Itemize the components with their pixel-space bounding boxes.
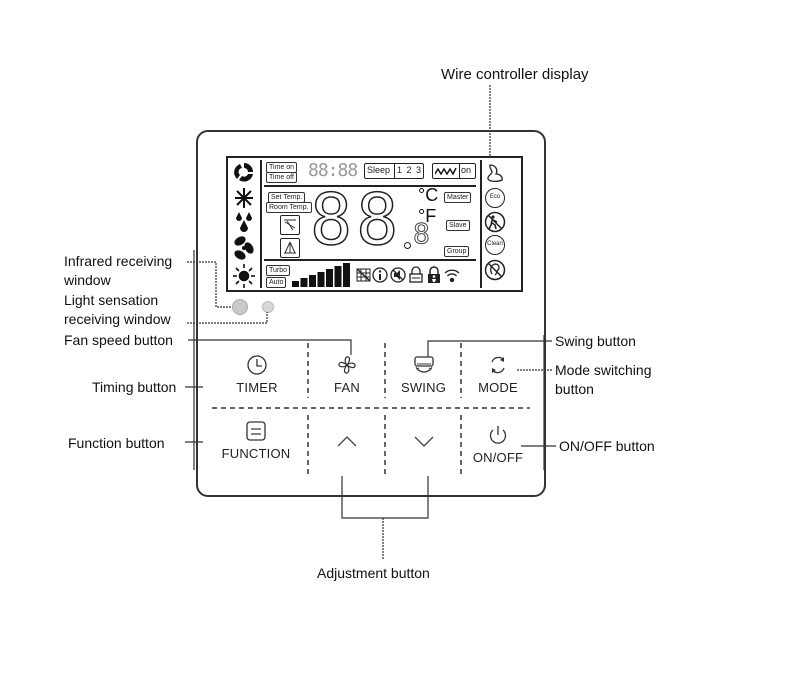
heat-sun-icon: [233, 264, 255, 288]
callout-function-button: Function button: [68, 435, 165, 451]
light-sensation-window: [262, 301, 274, 313]
fan-speed-bar: [334, 266, 342, 287]
mode-cycle-icon: [491, 356, 505, 374]
status-icon-row: [356, 266, 460, 283]
body-sense-icon: [487, 164, 503, 183]
mode-icon-column: [233, 163, 255, 288]
onoff-label: ON/OFF: [472, 450, 524, 465]
group-indicator: Group: [444, 246, 470, 257]
mode-label: MODE: [478, 380, 518, 395]
lock-icon: [409, 266, 423, 283]
fan-speed-bar: [326, 269, 333, 287]
fan-label: FAN: [334, 380, 360, 395]
callout-infrared-receiving-window: Infrared receiving window: [64, 253, 173, 288]
info-icon: [372, 267, 388, 283]
fan-mode-icon: [234, 236, 254, 260]
fan-speed-bar: [317, 272, 325, 287]
callout-onoff-button: ON/OFF button: [559, 438, 655, 454]
lcd-display: Time on Time off 88:88 Sleep 1 2 3 on Se…: [226, 156, 523, 292]
chevron-up-icon: [337, 436, 357, 447]
decimal-digit: 8: [413, 217, 431, 250]
sleep-indicator: Sleep 1 2 3: [364, 163, 424, 179]
timer-button[interactable]: TIMER: [212, 354, 302, 395]
child-lock-icon: [428, 266, 440, 283]
clean-icon: Clean: [485, 235, 505, 255]
fan-speed-bar: [300, 278, 308, 287]
wire-controller-panel: [196, 130, 546, 497]
decimal-point: [404, 242, 411, 249]
swing-icon: [413, 356, 434, 373]
lcd-bottom-divider: [264, 259, 476, 261]
callout-timing-button: Timing button: [92, 379, 177, 395]
swing-button[interactable]: SWING: [387, 354, 460, 395]
callout-light-sensation-window: Light sensation receiving window: [64, 292, 171, 327]
dry-drops-icon: [236, 212, 252, 232]
turbo-indicator: Turbo: [266, 265, 291, 276]
time-off-indicator: Time off: [266, 172, 297, 183]
function-button[interactable]: FUNCTION: [206, 420, 306, 461]
callout-adjustment-button: Adjustment button: [317, 565, 430, 581]
onoff-button[interactable]: ON/OFF: [463, 424, 533, 465]
mute-icon: [390, 267, 406, 283]
fan-speed-bar: [309, 275, 316, 287]
callout-fan-speed-button: Fan speed button: [64, 332, 173, 348]
timer-label: TIMER: [236, 380, 278, 395]
up-button[interactable]: [310, 432, 384, 454]
cool-snowflake-icon: [235, 188, 253, 208]
no-person-icon: [484, 211, 506, 233]
fan-speed-bar: [292, 281, 299, 287]
clock-icon: [247, 355, 267, 375]
lcd-left-divider: [260, 160, 262, 288]
heater-wave-icon: [435, 167, 457, 176]
lcd-right-divider: [480, 160, 482, 288]
vertical-swing-icon: [280, 215, 300, 235]
callout-mode-switching-button: Mode switching button: [555, 362, 652, 397]
main-temperature-digits: 88: [309, 179, 403, 261]
master-indicator: Master: [444, 192, 472, 203]
infrared-receiving-window: [232, 299, 248, 315]
fan-speed-bar: [343, 263, 350, 287]
chevron-down-icon: [414, 436, 433, 447]
lcd-top-divider: [264, 185, 476, 187]
wifi-icon: [444, 269, 460, 283]
filter-icon: [356, 268, 371, 282]
callout-swing-button: Swing button: [555, 333, 636, 349]
mode-button[interactable]: MODE: [463, 354, 533, 395]
down-button[interactable]: [387, 432, 460, 454]
fan-speed-bars: [292, 263, 350, 287]
auto-mode-icon: [234, 163, 253, 182]
eco-icon: Eco: [485, 188, 505, 208]
celsius-unit: °C: [418, 185, 439, 205]
swing-label: SWING: [400, 380, 447, 395]
fan-icon: [338, 356, 356, 374]
power-icon: [489, 426, 507, 444]
horizontal-swing-icon: [280, 238, 300, 258]
function-label: FUNCTION: [221, 446, 291, 461]
fahrenheit-unit: °F: [418, 206, 437, 226]
no-ear-icon: [484, 259, 506, 281]
auto-fan-indicator: Auto: [266, 277, 287, 288]
callout-wire-controller-display: Wire controller display: [441, 66, 589, 83]
slave-indicator: Slave: [446, 220, 470, 231]
room-temp-indicator: Room Temp.: [266, 202, 312, 213]
heater-indicator: on: [432, 163, 476, 179]
heater-on-label: on: [461, 165, 472, 175]
sleep-label: Sleep: [367, 165, 391, 175]
fan-button[interactable]: FAN: [310, 354, 384, 395]
sleep-levels: 1 2 3: [397, 165, 423, 175]
menu-icon: [246, 421, 266, 441]
clock-digits: 88:88: [308, 160, 358, 181]
